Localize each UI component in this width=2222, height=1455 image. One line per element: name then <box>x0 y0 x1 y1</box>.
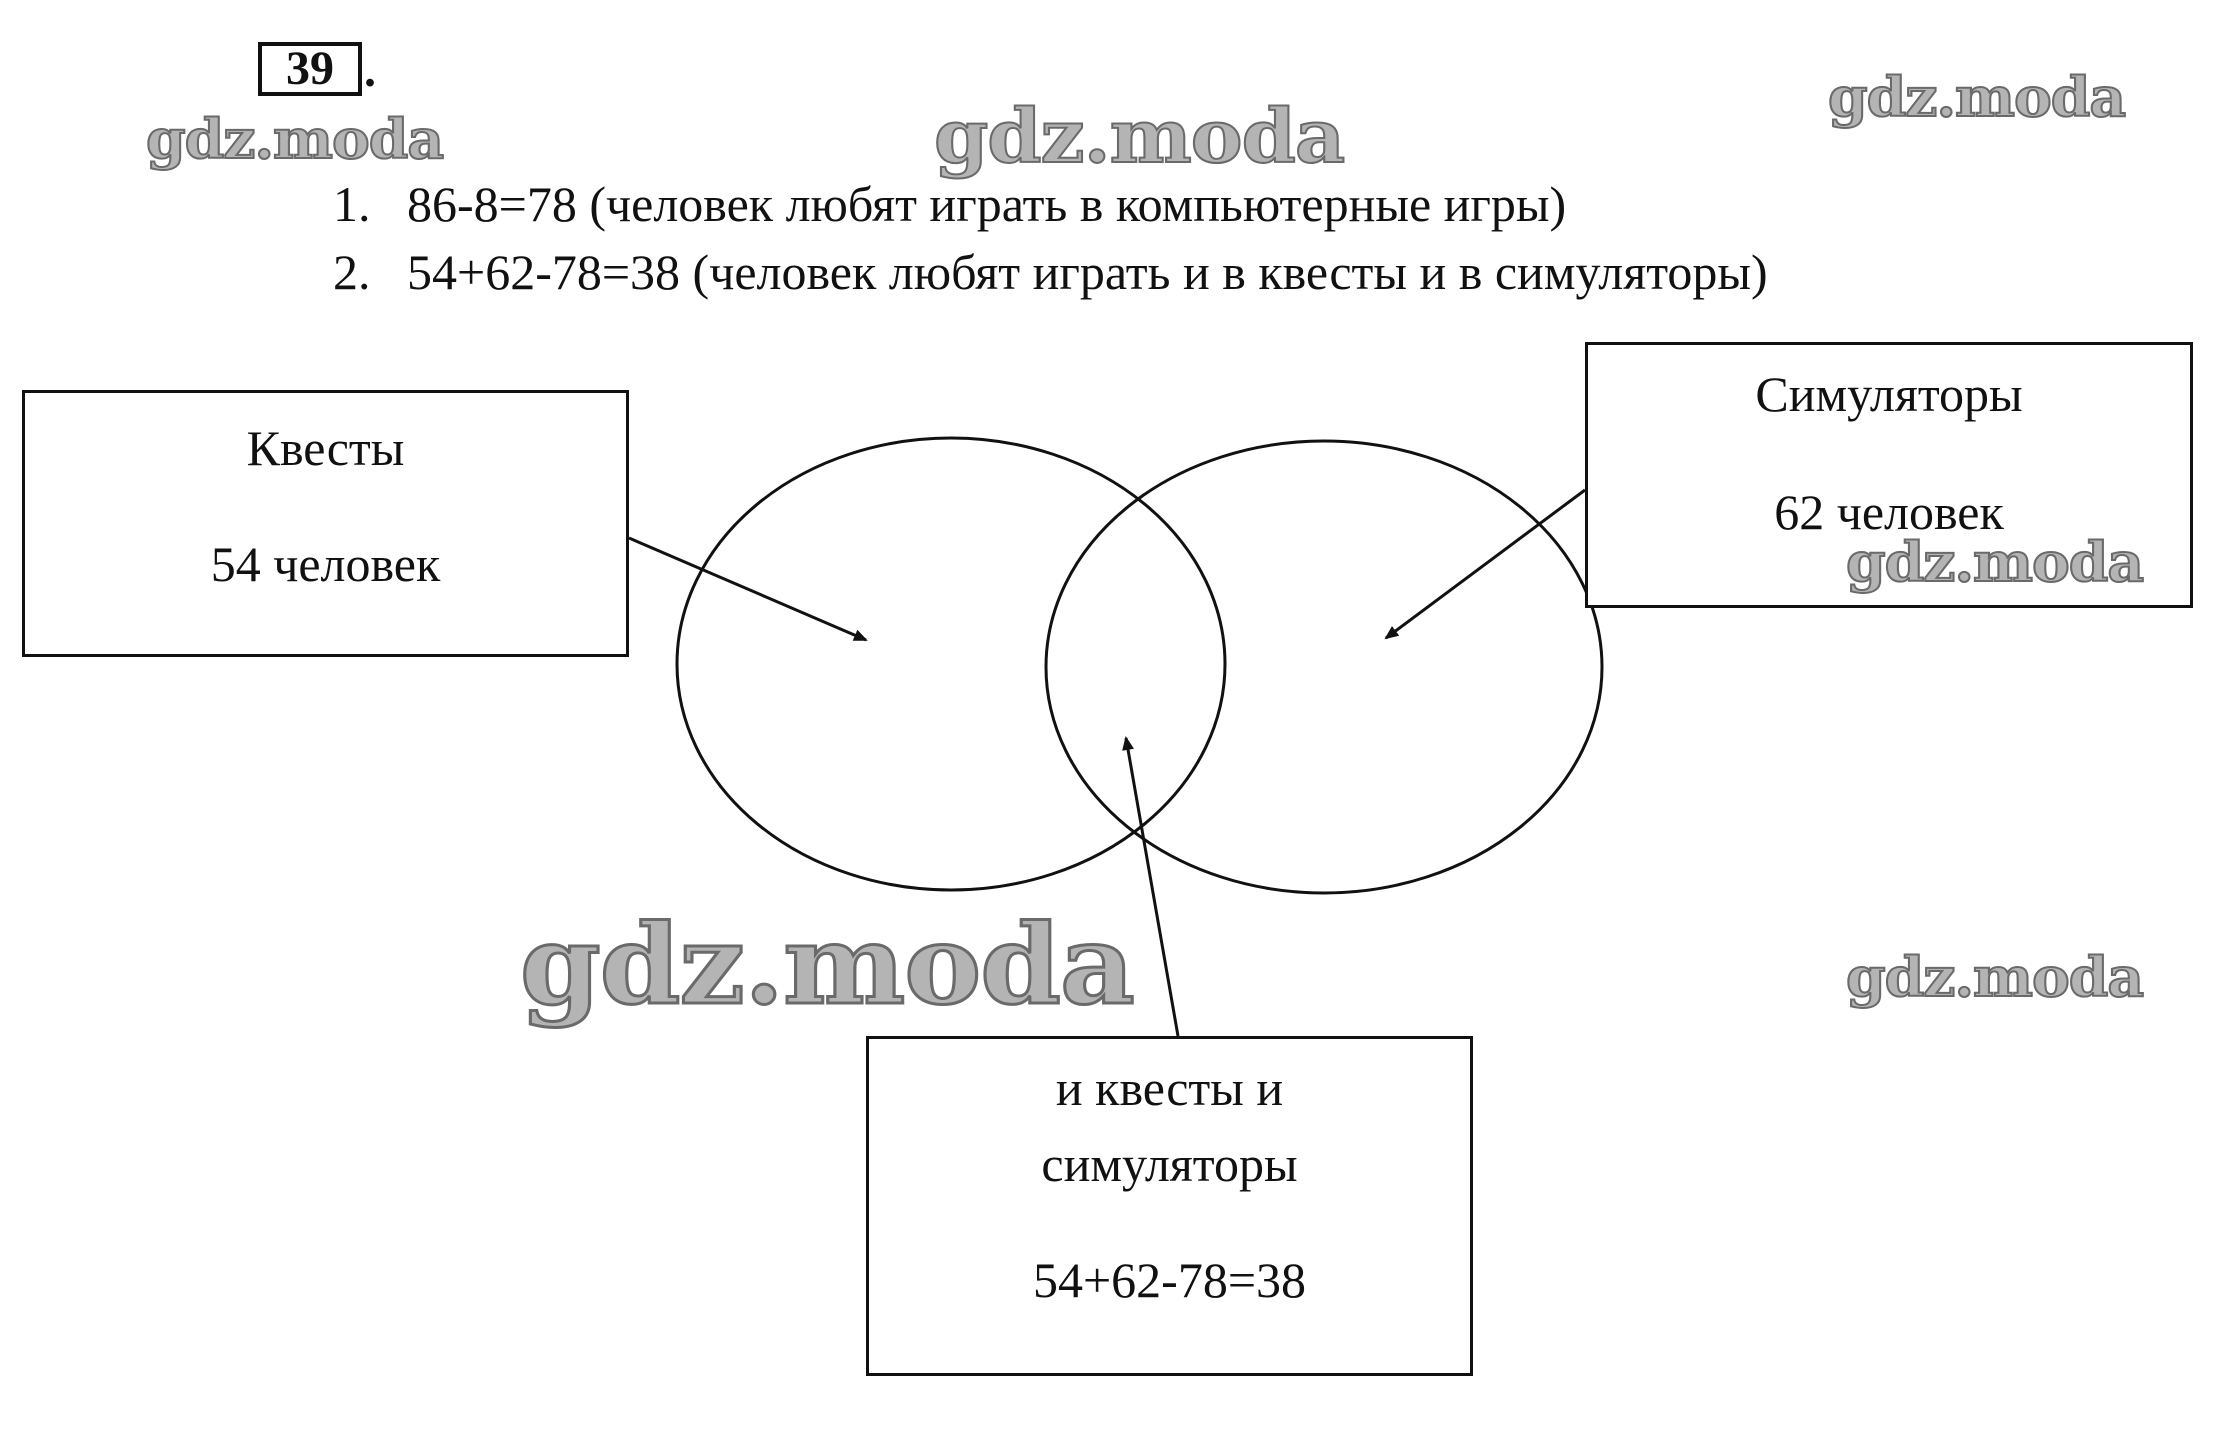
solution-step: 2. 54+62-78=38 (человек любят играть и в … <box>333 238 1768 306</box>
step-number: 1. <box>333 176 371 232</box>
quests-arrow <box>628 536 868 642</box>
problem-number-dot: . <box>364 44 376 97</box>
simulators-arrow <box>1384 488 1586 640</box>
watermark-logo: gdz.moda <box>518 900 1136 1029</box>
watermark-logo: gdz.moda <box>933 94 1346 180</box>
watermark-logo: gdz.moda <box>1845 530 2145 594</box>
solution-steps: 1. 86-8=78 (человек любят играть в компью… <box>333 170 1768 306</box>
intersection-title-line2: симуляторы <box>1041 1136 1298 1192</box>
quests-circle <box>675 436 1227 892</box>
simulators-title: Симуляторы <box>1755 366 2023 422</box>
watermark-logo: gdz.moda <box>145 107 445 171</box>
intersection-arrow <box>1122 736 1180 1037</box>
step-number: 2. <box>333 244 371 300</box>
watermark-logo: gdz.moda <box>1827 65 2127 129</box>
step-text: 86-8=78 (человек любят играть в компьюте… <box>407 176 1567 232</box>
simulators-circle <box>1044 439 1604 895</box>
solution-step: 1. 86-8=78 (человек любят играть в компью… <box>333 170 1768 238</box>
intersection-formula: 54+62-78=38 <box>1032 1252 1307 1308</box>
simulators-count: 62 человек <box>1774 484 2004 540</box>
quests-title: Квесты <box>246 420 405 476</box>
intersection-title-line1: и квесты и <box>1055 1060 1284 1116</box>
quests-label-box: Квесты 54 человек <box>22 390 629 657</box>
problem-number: 39 <box>258 42 362 96</box>
intersection-label-box: и квесты и симуляторы 54+62-78=38 <box>866 1036 1473 1376</box>
watermark-logo: gdz.moda <box>1845 945 2145 1009</box>
simulators-label-box: Симуляторы 62 человек <box>1585 342 2193 608</box>
quests-count: 54 человек <box>210 536 441 592</box>
step-text: 54+62-78=38 (человек любят играть и в кв… <box>407 244 1768 300</box>
